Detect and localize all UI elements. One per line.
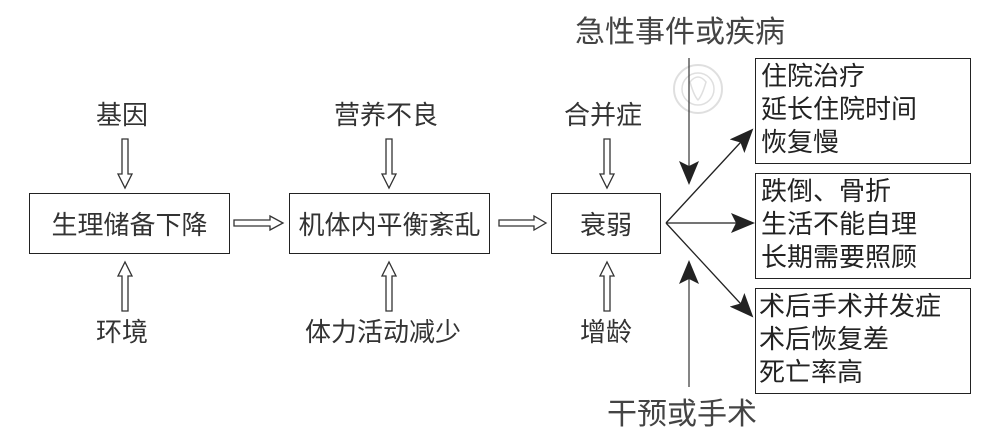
outcome-line: 延长住院时间: [761, 95, 918, 125]
hollow-arrow-down-genes: [116, 138, 134, 190]
outcome-line: 跌倒、骨折: [761, 177, 892, 207]
factor-reduced-activity: 体力活动减少: [305, 318, 462, 348]
factor-comorbidity: 合并症: [564, 101, 643, 131]
factor-aging: 增龄: [580, 318, 633, 348]
outcome-line: 术后手术并发症: [759, 292, 942, 322]
hollow-arrow-down-comorbidity: [598, 138, 616, 190]
factor-environment: 环境: [96, 318, 149, 348]
node-physiological-reserve-decline-label: 生理储备下降: [51, 211, 208, 241]
hollow-arrow-up-environment: [116, 260, 134, 312]
arrow-to-outcome-3: [665, 222, 754, 318]
hollow-arrow-up-aging: [598, 260, 616, 312]
hollow-arrow-right-2: [498, 214, 548, 232]
trigger-acute-event: 急性事件或疾病: [575, 15, 785, 50]
watermark-seal-icon: [673, 64, 723, 114]
hollow-arrow-up-activity: [380, 260, 398, 312]
trigger-intervention: 干预或手术: [607, 397, 757, 432]
outcome-line: 生活不能自理: [761, 210, 918, 240]
outcome-box-surgery: 术后手术并发症 术后恢复差 死亡率高: [755, 288, 971, 394]
node-frailty: 衰弱: [551, 193, 661, 254]
outcome-line: 死亡率高: [759, 358, 864, 388]
outcome-line: 恢复慢: [761, 128, 840, 158]
hollow-arrow-right-1: [233, 214, 285, 232]
arrow-to-outcome-1: [665, 128, 754, 224]
factor-genes: 基因: [96, 101, 149, 131]
node-frailty-label: 衰弱: [579, 211, 632, 241]
outcome-line: 住院治疗: [761, 62, 866, 92]
outcome-line: 长期需要照顾: [761, 243, 918, 273]
factor-malnutrition: 营养不良: [334, 101, 439, 131]
outcome-line: 术后恢复差: [759, 325, 890, 355]
node-homeostasis-imbalance-label: 机体内平衡紊乱: [298, 211, 481, 241]
node-homeostasis-imbalance: 机体内平衡紊乱: [289, 193, 490, 254]
outcome-box-falls: 跌倒、骨折 生活不能自理 长期需要照顾: [755, 173, 971, 279]
node-physiological-reserve-decline: 生理储备下降: [29, 193, 230, 254]
hollow-arrow-down-malnutrition: [380, 138, 398, 190]
outcome-box-hospitalization: 住院治疗 延长住院时间 恢复慢: [755, 58, 971, 164]
